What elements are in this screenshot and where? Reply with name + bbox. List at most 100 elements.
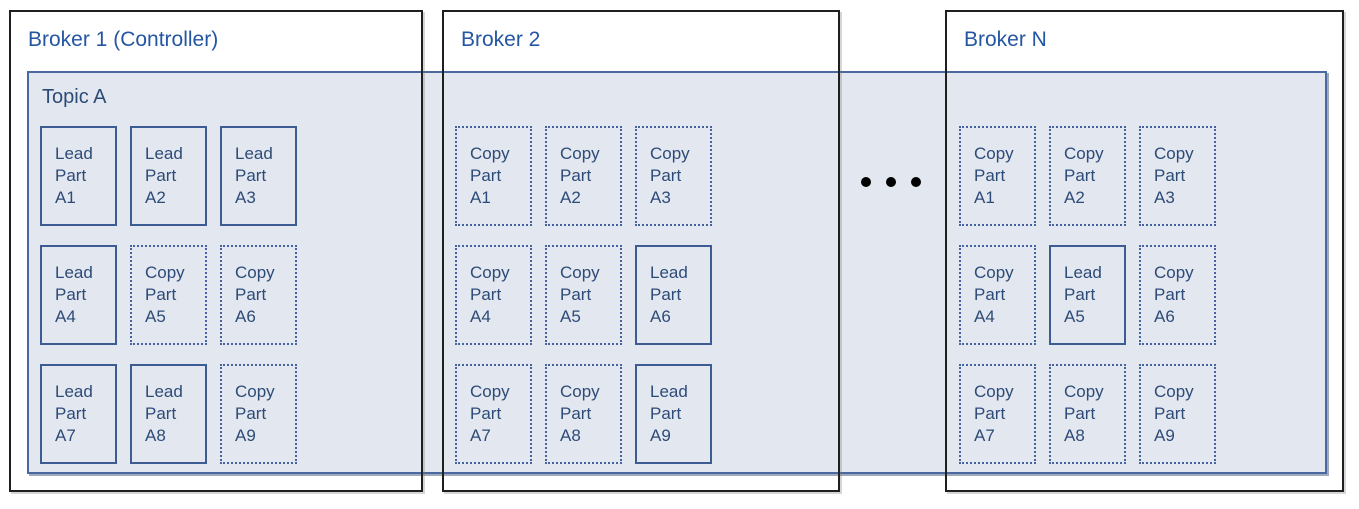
broker-1-title: Broker 1 (Controller) bbox=[28, 28, 219, 51]
partition-label-line: A9 bbox=[650, 426, 671, 445]
partition-label-line: A5 bbox=[1064, 307, 1085, 326]
partition-label-line: Part bbox=[560, 166, 592, 185]
partition-label-line: Part bbox=[470, 285, 502, 304]
partition-label-line: A2 bbox=[1064, 188, 1085, 207]
partition-label-line: Part bbox=[1154, 166, 1186, 185]
partition-label-line: A2 bbox=[145, 188, 166, 207]
partition-label-line: Lead bbox=[235, 144, 273, 163]
partition-label-line: Copy bbox=[560, 144, 600, 163]
partition-label-line: A2 bbox=[560, 188, 581, 207]
partition-label-line: Part bbox=[1154, 404, 1186, 423]
broker-n-title: Broker N bbox=[964, 28, 1047, 51]
partition-label-line: A4 bbox=[55, 307, 76, 326]
partition-label-line: Part bbox=[145, 166, 177, 185]
partition-label-line: A8 bbox=[560, 426, 581, 445]
partition-label-line: A3 bbox=[650, 188, 671, 207]
partition-label-line: A3 bbox=[235, 188, 256, 207]
partition-label-line: A9 bbox=[1154, 426, 1175, 445]
partition-label-line: A1 bbox=[974, 188, 995, 207]
partition-label-line: Lead bbox=[650, 263, 688, 282]
partition-label-line: Part bbox=[560, 404, 592, 423]
partition-label-line: A1 bbox=[470, 188, 491, 207]
partition-label-line: Part bbox=[974, 285, 1006, 304]
partition-label-line: Copy bbox=[560, 263, 600, 282]
partition-label-line: Copy bbox=[145, 263, 185, 282]
partition-label-line: Copy bbox=[1154, 263, 1194, 282]
partition-label-line: Copy bbox=[235, 382, 275, 401]
partition-label-line: Lead bbox=[145, 382, 183, 401]
partition-label-line: A9 bbox=[235, 426, 256, 445]
partition-label-line: Lead bbox=[1064, 263, 1102, 282]
partition-label-line: Part bbox=[1064, 404, 1096, 423]
partition-label-line: Part bbox=[1064, 166, 1096, 185]
partition-label-line: Copy bbox=[1154, 144, 1194, 163]
partition-label-line: Part bbox=[974, 404, 1006, 423]
partition-label-line: Copy bbox=[974, 144, 1014, 163]
partition-label-line: Lead bbox=[55, 263, 93, 282]
partition-label-line: A7 bbox=[974, 426, 995, 445]
partition-label-line: Lead bbox=[145, 144, 183, 163]
partition-label-line: A6 bbox=[235, 307, 256, 326]
partition-label-line: Copy bbox=[560, 382, 600, 401]
partition-label-line: Part bbox=[55, 285, 87, 304]
partition-label-line: Part bbox=[1064, 285, 1096, 304]
partition-label-line: A5 bbox=[145, 307, 166, 326]
partition-label-line: A8 bbox=[1064, 426, 1085, 445]
partition-label-line: A7 bbox=[470, 426, 491, 445]
more-brokers-ellipsis bbox=[861, 177, 921, 187]
partition-label-line: Copy bbox=[974, 382, 1014, 401]
partition-label-line: Copy bbox=[470, 263, 510, 282]
partition-label-line: Copy bbox=[1154, 382, 1194, 401]
partition-label-line: Copy bbox=[1064, 144, 1104, 163]
partition-label-line: A8 bbox=[145, 426, 166, 445]
partition-label-line: A6 bbox=[650, 307, 671, 326]
partition-label-line: Part bbox=[235, 166, 267, 185]
partition-label-line: A6 bbox=[1154, 307, 1175, 326]
partition-label-line: Copy bbox=[470, 382, 510, 401]
partition-label-line: Part bbox=[235, 285, 267, 304]
partition-label-line: Part bbox=[55, 404, 87, 423]
ellipsis-dot bbox=[861, 177, 871, 187]
partition-label-line: Part bbox=[145, 404, 177, 423]
partition-label-line: A4 bbox=[974, 307, 995, 326]
partition-label-line: Part bbox=[974, 166, 1006, 185]
partition-label-line: A5 bbox=[560, 307, 581, 326]
partition-label-line: Part bbox=[560, 285, 592, 304]
broker-2-title: Broker 2 bbox=[461, 28, 541, 51]
partition-label-line: Copy bbox=[650, 144, 690, 163]
topic-a-band: Topic A bbox=[27, 71, 1327, 474]
partition-label-line: Lead bbox=[650, 382, 688, 401]
partition-label-line: Part bbox=[1154, 285, 1186, 304]
partition-label-line: Lead bbox=[55, 382, 93, 401]
partition-label-line: A1 bbox=[55, 188, 76, 207]
partition-label-line: Part bbox=[470, 404, 502, 423]
